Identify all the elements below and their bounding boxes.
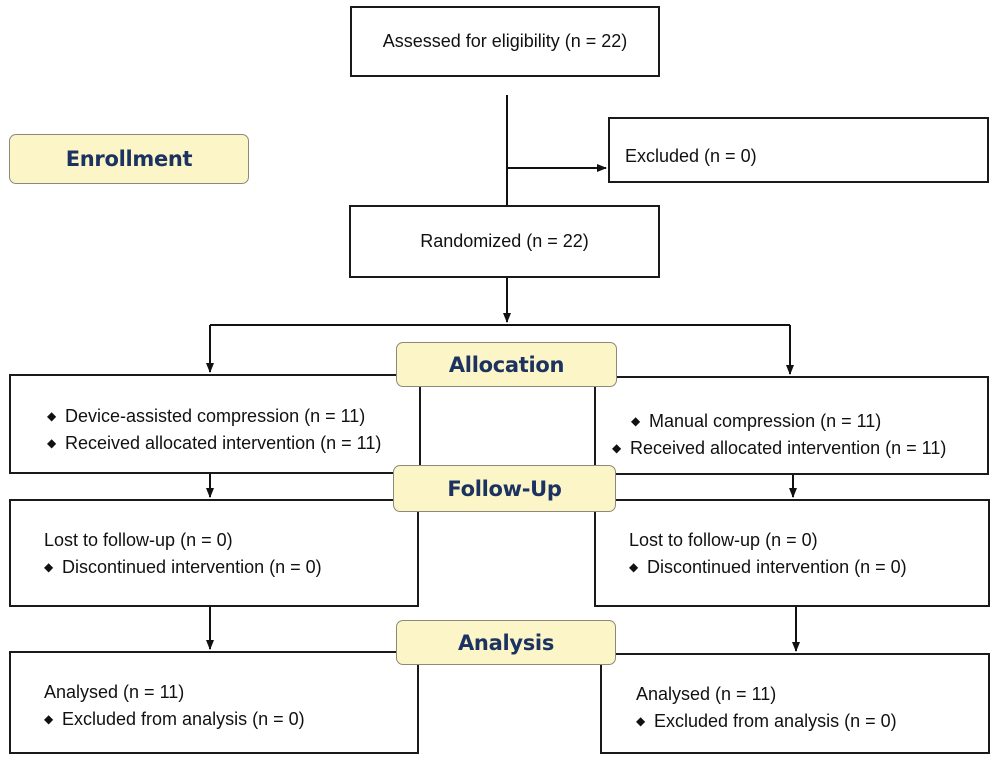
list-item: ◆Discontinued intervention (n = 0) [629,554,988,581]
phase-allocation: Allocation [396,342,617,387]
excluded-text: Excluded (n = 0) [625,146,757,166]
randomized-box: Randomized (n = 22) [349,205,660,278]
diamond-bullet-icon: ◆ [629,560,639,574]
diamond-bullet-icon: ◆ [47,436,57,450]
phase-enrollment-label: Enrollment [65,147,193,171]
followup-right-box: Lost to follow-up (n = 0) ◆Discontinued … [594,499,990,607]
followup-right-lost: Lost to follow-up (n = 0) [629,530,818,550]
phase-follow-up: Follow-Up [393,465,616,512]
list-item: ◆Received allocated intervention (n = 11… [47,430,419,457]
analysis-left-analysed: Analysed (n = 11) [44,682,185,702]
phase-follow-up-label: Follow-Up [447,476,562,501]
phase-analysis-label: Analysis [457,630,555,655]
diamond-bullet-icon: ◆ [44,712,54,726]
diamond-bullet-icon: ◆ [636,714,646,728]
allocation-right-box: ◆Manual compression (n = 11) ◆Received a… [594,376,989,475]
list-item: ◆Excluded from analysis (n = 0) [44,706,417,733]
list-item: ◆Discontinued intervention (n = 0) [44,554,417,581]
randomized-text: Randomized (n = 22) [420,231,589,251]
diamond-bullet-icon: ◆ [631,414,641,428]
diamond-bullet-icon: ◆ [44,560,54,574]
list-item: ◆Received allocated intervention (n = 11… [612,435,987,462]
allocation-left-box: ◆Device-assisted compression (n = 11) ◆R… [9,374,421,474]
list-item: ◆Device-assisted compression (n = 11) [47,403,419,430]
phase-analysis: Analysis [396,620,616,665]
list-item: ◆Manual compression (n = 11) [612,408,987,435]
followup-left-box: Lost to follow-up (n = 0) ◆Discontinued … [9,499,419,607]
analysis-left-box: Analysed (n = 11) ◆Excluded from analysi… [9,651,419,754]
phase-enrollment: Enrollment [9,134,249,184]
diamond-bullet-icon: ◆ [612,441,622,455]
phase-allocation-label: Allocation [448,352,565,377]
followup-left-lost: Lost to follow-up (n = 0) [44,530,233,550]
diamond-bullet-icon: ◆ [47,409,57,423]
excluded-box: Excluded (n = 0) [608,117,989,183]
assessed-text: Assessed for eligibility (n = 22) [382,31,628,51]
analysis-right-analysed: Analysed (n = 11) [636,684,777,704]
analysis-right-box: Analysed (n = 11) ◆Excluded from analysi… [600,653,990,754]
list-item: ◆Excluded from analysis (n = 0) [636,708,988,735]
assessed-box: Assessed for eligibility (n = 22) [350,6,660,77]
